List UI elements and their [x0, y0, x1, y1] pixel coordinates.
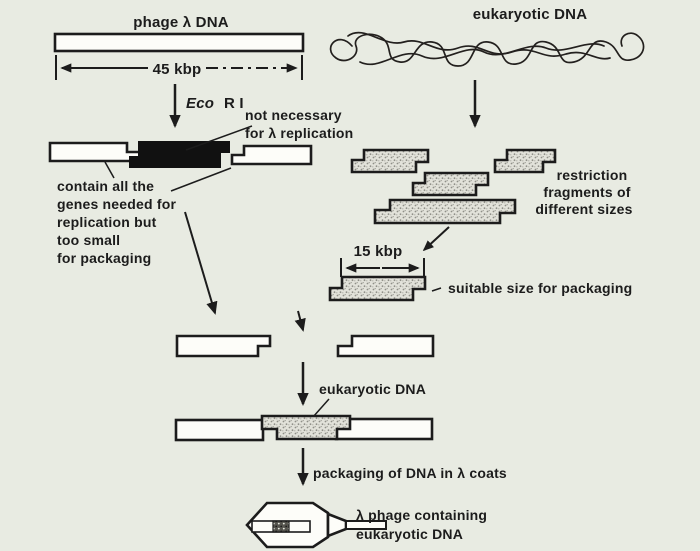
insert-dna-label: eukaryotic DNA [319, 381, 426, 397]
eukaryotic-dna-title: eukaryotic DNA [473, 6, 588, 23]
restriction-label-line2: fragments of [543, 184, 630, 200]
contain-label-line1: contain all the [57, 178, 154, 194]
eukaryotic-dna-tangle-strand2 [347, 31, 611, 60]
eukaryotic-dna-tangle-strand1 [329, 32, 645, 67]
ecori-enzyme-italic: Eco [186, 95, 214, 112]
suitable-size-label: suitable size for packaging [448, 280, 632, 296]
contain-label-line5: for packaging [57, 250, 151, 266]
not-necessary-label-line2: for λ replication [245, 125, 353, 141]
suitable-pointer-line [431, 287, 442, 292]
phage-neck [326, 512, 348, 538]
phage-dna-title: phage λ DNA [133, 14, 229, 31]
contain-label-line2: genes needed for [57, 196, 176, 212]
restriction-label-line1: restriction [557, 167, 628, 183]
suitable-size-fragment [328, 275, 427, 302]
packaging-label: packaging of DNA in λ coats [313, 465, 507, 481]
ecori-enzyme-name: R I [224, 95, 244, 112]
lambda-arms-arrow [184, 211, 218, 315]
contain-pointer-line-right [170, 167, 232, 192]
lambda-left-arm-fragment [48, 141, 142, 163]
dimension-45kbp: 45 kbp [55, 55, 303, 80]
contain-label-line4: too small [57, 232, 120, 248]
eukaryotic-dna-section: eukaryotic DNA [329, 6, 645, 128]
restriction-label-line3: different sizes [535, 201, 632, 217]
length-45kbp-label: 45 kbp [153, 61, 202, 78]
phage-result-label-line2: eukaryotic DNA [356, 526, 463, 542]
right-arm-sticky-fragment [336, 334, 435, 358]
contain-label-line3: replication but [57, 214, 157, 230]
assembly-section: eukaryotic DNA packaging of DNA in λ coa… [174, 211, 507, 486]
recombinant-insert [260, 414, 352, 441]
restriction-fragment-4 [373, 198, 517, 225]
eukaryotic-dna-tangle-strand3 [359, 43, 605, 65]
left-arm-sticky-fragment [175, 334, 272, 358]
restriction-fragment-3 [411, 171, 490, 197]
insert-pointer-line [312, 398, 330, 418]
phage-dna-bar [53, 32, 305, 53]
phage-tail [345, 520, 387, 530]
length-15kbp-label: 15 kbp [354, 243, 403, 260]
recombinant-left-arm [174, 418, 265, 442]
middle-short-arrow [294, 310, 306, 332]
phage-dna-section: phage λ DNA 45 kbp Eco R I [53, 14, 305, 128]
lambda-middle-black-fragment [129, 141, 230, 168]
dimension-15kbp: 15 kbp [340, 243, 425, 277]
select-fragment-arrow [422, 226, 450, 252]
phage-particle: λ phage containing eukaryotic DNA [245, 501, 487, 549]
not-necessary-pointer-line [185, 125, 253, 151]
phage-insert-inside [272, 520, 290, 533]
restriction-fragments-section: restriction fragments of different sizes… [328, 148, 632, 302]
eco-cut-fragments: not necessary for λ replication contain … [48, 107, 353, 266]
phage-result-label-line1: λ phage containing [356, 507, 487, 523]
not-necessary-label-line1: not necessary [245, 107, 342, 123]
contain-pointer-line-left [104, 161, 115, 179]
restriction-fragment-2 [493, 148, 557, 174]
restriction-fragment-1 [350, 148, 430, 174]
lambda-right-arm-fragment [230, 144, 313, 166]
